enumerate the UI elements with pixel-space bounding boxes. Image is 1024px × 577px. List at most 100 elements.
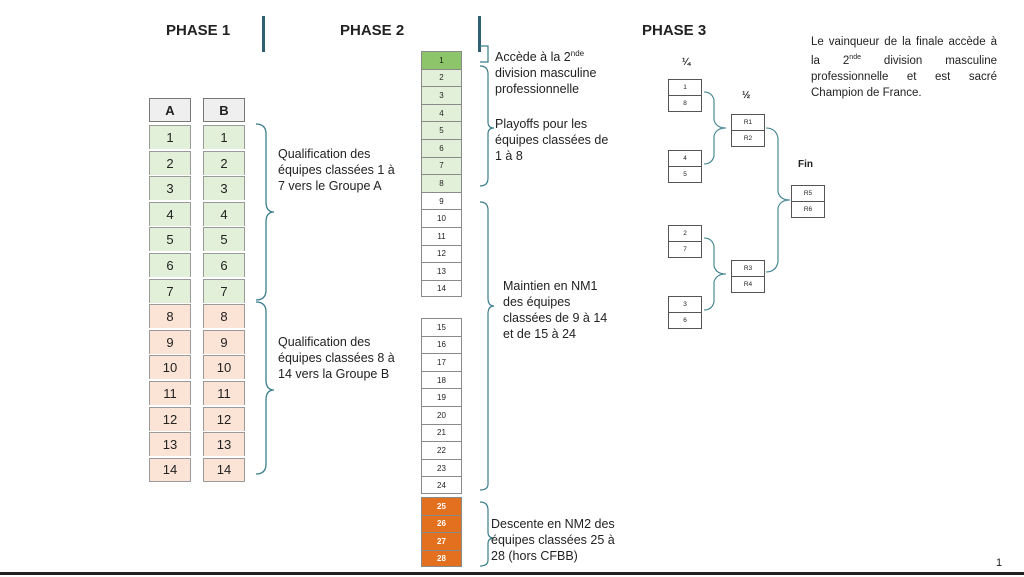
rank-cell: 17 <box>421 353 462 371</box>
group-a-header: A <box>149 98 191 122</box>
winner-note: Le vainqueur de la finale accède à la 2n… <box>811 34 997 101</box>
rank-cell: 22 <box>421 441 462 459</box>
note-access-text: Accède à la 2 <box>495 50 571 65</box>
team-seed: 8 <box>669 95 701 111</box>
rank-cell: 8 <box>421 174 462 192</box>
rank-cell: 3 <box>203 176 245 201</box>
separator <box>478 16 481 52</box>
rank-cell: 25 <box>421 497 462 515</box>
note-playoffs: Playoffs pour les équipes classées de 1 … <box>495 117 609 163</box>
winner-sup: nde <box>849 54 861 61</box>
rank-cell: 11 <box>421 226 462 245</box>
rank-cell: 14 <box>203 457 245 482</box>
rank-cell: 16 <box>421 335 462 354</box>
rank-cell: 1 <box>149 125 191 149</box>
rank-cell: 1 <box>421 51 462 69</box>
group-b-header: B <box>203 98 245 122</box>
rank-cell: 28 <box>421 549 462 568</box>
note-group-a: Qualification des équipes classées 1 à 7… <box>278 147 395 193</box>
rank-cell: 12 <box>421 244 462 263</box>
bottom-rule <box>0 572 1024 575</box>
rank-cell: 13 <box>421 262 462 280</box>
rank-cell: 11 <box>149 380 191 405</box>
rank-cell: 5 <box>149 227 191 252</box>
rank-cell: 10 <box>149 355 191 380</box>
rank-cell: 13 <box>149 432 191 457</box>
rank-cell: 6 <box>149 252 191 277</box>
rank-cell: 3 <box>421 86 462 104</box>
team-slot: R4 <box>732 276 764 292</box>
quarter-final-label: ¼ <box>682 57 691 68</box>
rank-cell: 2 <box>421 68 462 87</box>
rank-cell: 9 <box>421 191 462 210</box>
rank-cell: 14 <box>421 279 462 298</box>
team-slot: R5 <box>803 190 813 197</box>
rank-cell: 4 <box>149 201 191 226</box>
rank-cell: 19 <box>421 388 462 406</box>
rank-cell: 24 <box>421 476 462 494</box>
phase-2-title: PHASE 2 <box>340 22 405 39</box>
rank-cell: 20 <box>421 405 462 424</box>
rank-cell: 6 <box>203 252 245 277</box>
winner-text-b: division masculine professionnelle et es… <box>811 54 997 99</box>
team-seed: 7 <box>669 241 701 257</box>
rank-cell: 10 <box>203 355 245 380</box>
team-slot: R1 <box>743 119 753 126</box>
phase2-braces <box>479 45 495 567</box>
note-maintien: Maintien en NM1 des équipes classées de … <box>503 279 608 341</box>
team-slot: R3 <box>743 265 753 272</box>
team-seed: 1 <box>683 84 687 91</box>
rank-cell: 26 <box>421 514 462 533</box>
team-slot: R2 <box>732 130 764 146</box>
team-seed: 5 <box>669 166 701 182</box>
rank-cell: 18 <box>421 370 462 389</box>
team-seed: 2 <box>683 230 687 237</box>
page-number: 1 <box>996 557 1003 569</box>
phase1-braces <box>255 123 275 475</box>
separator <box>262 16 265 52</box>
rank-cell: 6 <box>421 138 462 157</box>
rank-cell: 23 <box>421 458 462 477</box>
rank-cell: 4 <box>421 103 462 122</box>
rank-cell: 8 <box>149 304 191 329</box>
note-access: Accède à la 2nde division masculine prof… <box>495 46 615 97</box>
rank-cell: 12 <box>149 406 191 431</box>
note-descente: Descente en NM2 des équipes classées 25 … <box>491 517 615 563</box>
rank-cell: 7 <box>203 278 245 303</box>
rank-cell: 5 <box>421 121 462 139</box>
rank-cell: 13 <box>203 432 245 457</box>
note-group-b: Qualification des équipes classées 8 à 1… <box>278 335 395 381</box>
note-access-text-b: division masculine professionnelle <box>495 66 597 97</box>
rank-cell: 12 <box>203 406 245 431</box>
rank-cell: 15 <box>421 318 462 336</box>
winner-text: Le vainqueur de la finale accède à la 2 <box>811 36 997 67</box>
rank-cell: 4 <box>203 201 245 226</box>
team-seed: 3 <box>683 301 687 308</box>
rank-cell: 14 <box>149 457 191 482</box>
rank-cell: 11 <box>203 380 245 405</box>
rank-cell: 9 <box>203 329 245 354</box>
rank-cell: 3 <box>149 176 191 201</box>
semi-final-label: ½ <box>742 90 751 101</box>
rank-cell: 7 <box>421 156 462 175</box>
rank-cell: 8 <box>203 304 245 329</box>
rank-cell: 1 <box>203 125 245 149</box>
rank-cell: 10 <box>421 209 462 227</box>
rank-cell: 5 <box>203 227 245 252</box>
rank-cell: 27 <box>421 532 462 550</box>
phase-3-title: PHASE 3 <box>642 22 707 39</box>
bracket-connectors <box>703 91 791 311</box>
team-seed: 4 <box>683 155 687 162</box>
team-seed: 6 <box>669 312 701 328</box>
